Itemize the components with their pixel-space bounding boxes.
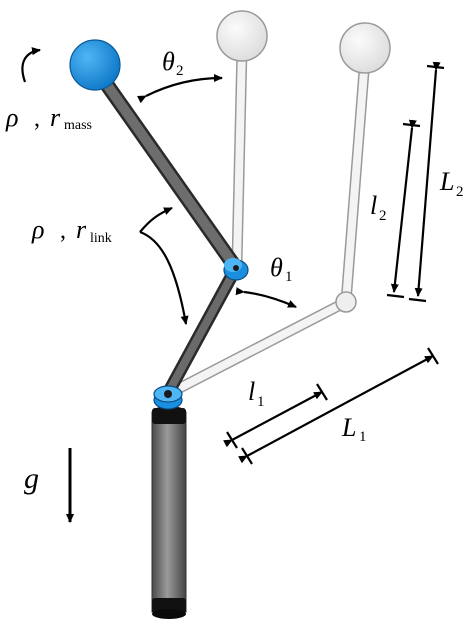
comma-mass: , [34, 106, 40, 132]
L1-label: L [341, 413, 356, 442]
L2-label: L [439, 167, 454, 196]
r-link-subscript: link [90, 231, 112, 246]
l2-dimension [390, 119, 417, 293]
l1-dimension [223, 391, 323, 448]
link-pointer-arrow-upper [139, 206, 173, 233]
l1-subscript: 1 [257, 394, 265, 410]
theta1-subscript: 1 [285, 269, 293, 285]
annotation-arrows [21, 47, 297, 325]
theta2-label: θ [162, 47, 175, 76]
base-joint [153, 385, 183, 410]
L1-dimension [238, 355, 434, 464]
L1-subscript: 1 [359, 429, 367, 445]
base-post [151, 406, 187, 619]
l2-subscript: 2 [379, 208, 387, 224]
ghost-mass-top [216, 10, 268, 62]
labels: ρ , r mass ρ , r link θ 2 θ 1 l 1 L 1 l … [5, 47, 464, 495]
r-mass-label: r [50, 103, 61, 132]
rho-mass-label: ρ [5, 103, 18, 132]
theta1-arrow [235, 287, 297, 309]
blue-mass [69, 39, 121, 91]
mass-rotation-arrow [21, 47, 41, 83]
rho-link-label: ρ [31, 215, 44, 244]
dimension-lines [66, 61, 445, 523]
L2-subscript: 2 [456, 184, 464, 200]
ghost-elbow-joint [335, 291, 357, 313]
l2-label: l [370, 191, 377, 220]
elbow-joint [223, 258, 249, 281]
theta2-arrow [137, 74, 223, 104]
L2-dimension [414, 61, 441, 297]
ghost-pendulum-second-pose [164, 22, 391, 399]
comma-link: , [60, 218, 66, 244]
r-link-label: r [76, 215, 87, 244]
l1-label: l [248, 377, 255, 406]
ghost-mass-right [339, 22, 391, 74]
gravity-label: g [24, 462, 39, 495]
theta1-label: θ [270, 253, 283, 282]
link-pointer-arrow-lower [139, 230, 189, 325]
r-mass-subscript: mass [64, 118, 92, 133]
ghost-pendulum-first-pose [216, 10, 268, 268]
theta2-subscript: 2 [176, 63, 184, 79]
main-pendulum [69, 39, 249, 410]
